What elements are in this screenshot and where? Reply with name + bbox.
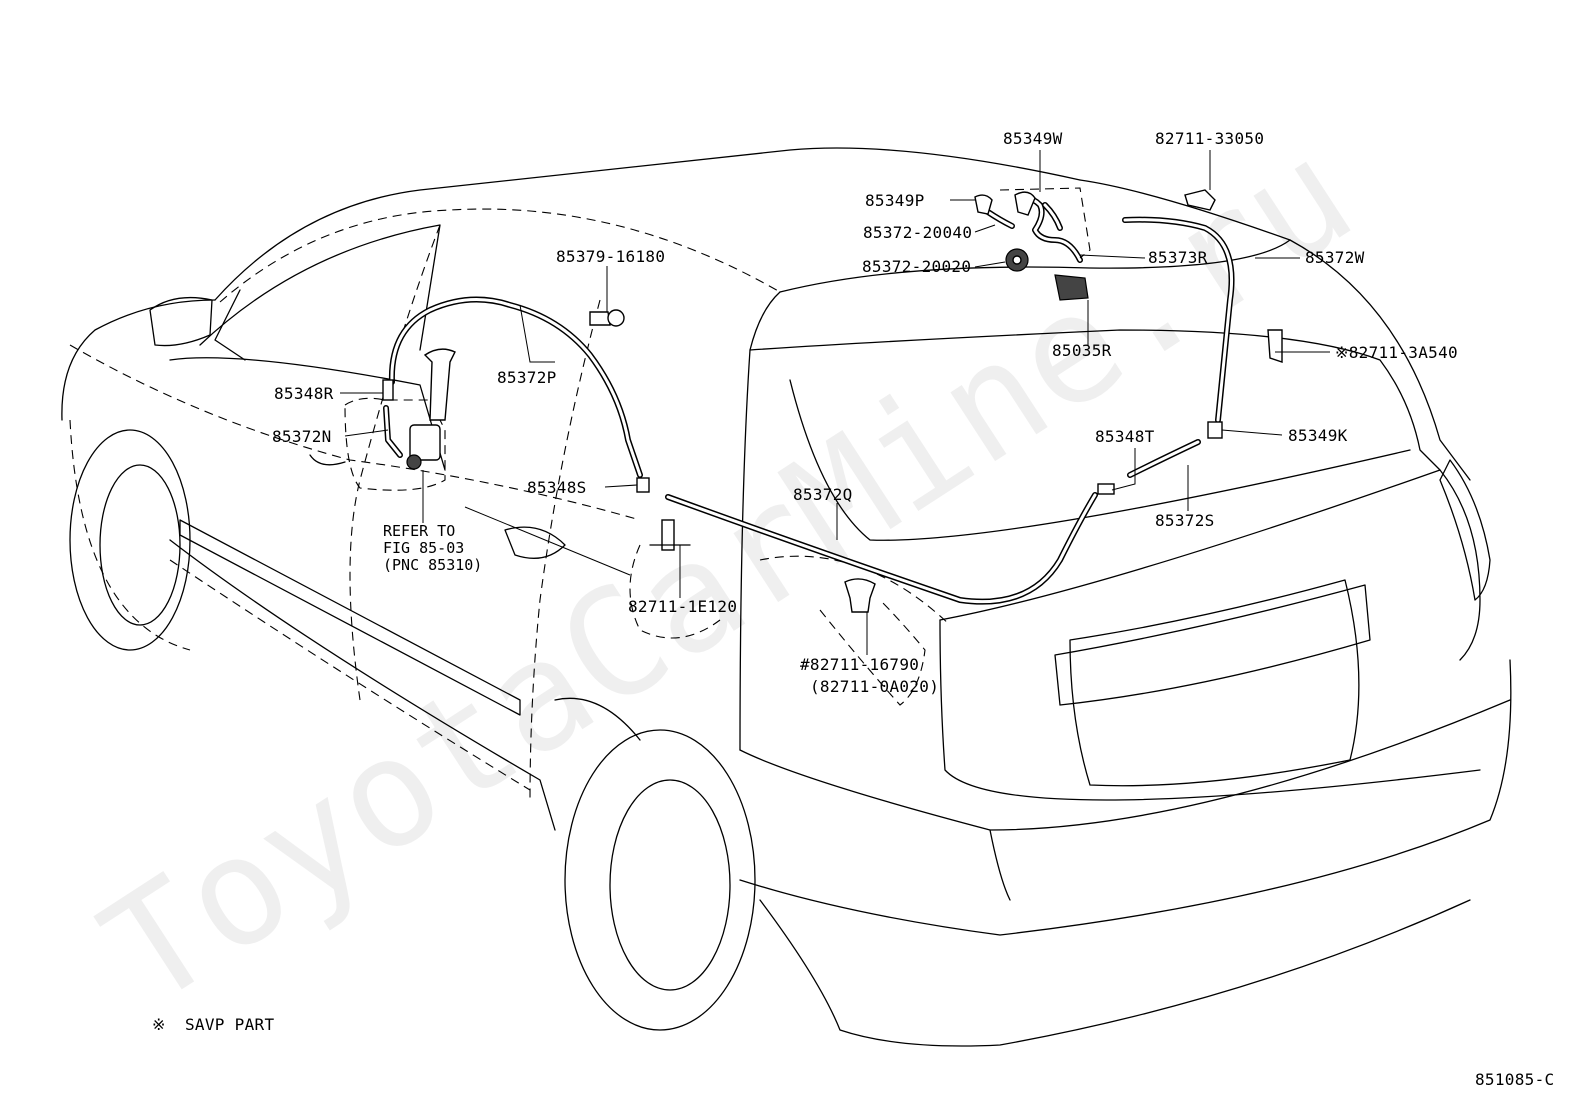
- label-85349P: 85349P: [865, 191, 925, 210]
- label-82711-3A540: ※82711-3A540: [1335, 343, 1458, 362]
- leader-lines: [340, 150, 1330, 655]
- label-85349K: 85349K: [1288, 426, 1348, 445]
- hidden-routing: [999, 187, 1091, 259]
- diagram-code: 851085-C: [1475, 1070, 1554, 1089]
- label-85035R: 85035R: [1052, 341, 1112, 360]
- label-82711-0A020: (82711-0A020): [810, 677, 939, 696]
- label-85379-16180: 85379-16180: [556, 247, 665, 266]
- part-labels: 85349W 82711-33050 85349P 85372-20040 85…: [152, 129, 1554, 1089]
- label-85349W: 85349W: [1003, 129, 1063, 148]
- label-85348T: 85348T: [1095, 427, 1155, 446]
- refer-note-line1: REFER TO: [383, 522, 455, 540]
- legend-symbol: ※: [152, 1015, 166, 1034]
- label-85348S: 85348S: [527, 478, 587, 497]
- label-85373R: 85373R: [1148, 248, 1208, 267]
- label-85372-20020: 85372-20020: [862, 257, 971, 276]
- legend-text: SAVP PART: [185, 1015, 274, 1034]
- label-85372-20040: 85372-20040: [863, 223, 972, 242]
- label-85372Q: 85372Q: [793, 485, 853, 504]
- hoses: [383, 195, 1235, 605]
- refer-note-line3: (PNC 85310): [383, 556, 482, 574]
- label-85372N: 85372N: [272, 427, 332, 446]
- label-82711-33050: 82711-33050: [1155, 129, 1264, 148]
- label-85348R: 85348R: [274, 384, 334, 403]
- vehicle-outline: [61, 147, 1512, 1047]
- label-85372S: 85372S: [1155, 511, 1215, 530]
- label-85372P: 85372P: [497, 368, 557, 387]
- refer-note-line2: FIG 85-03: [383, 539, 464, 557]
- label-82711-16790: #82711-16790: [800, 655, 919, 674]
- label-82711-1E120: 82711-1E120: [628, 597, 737, 616]
- label-85372W: 85372W: [1305, 248, 1365, 267]
